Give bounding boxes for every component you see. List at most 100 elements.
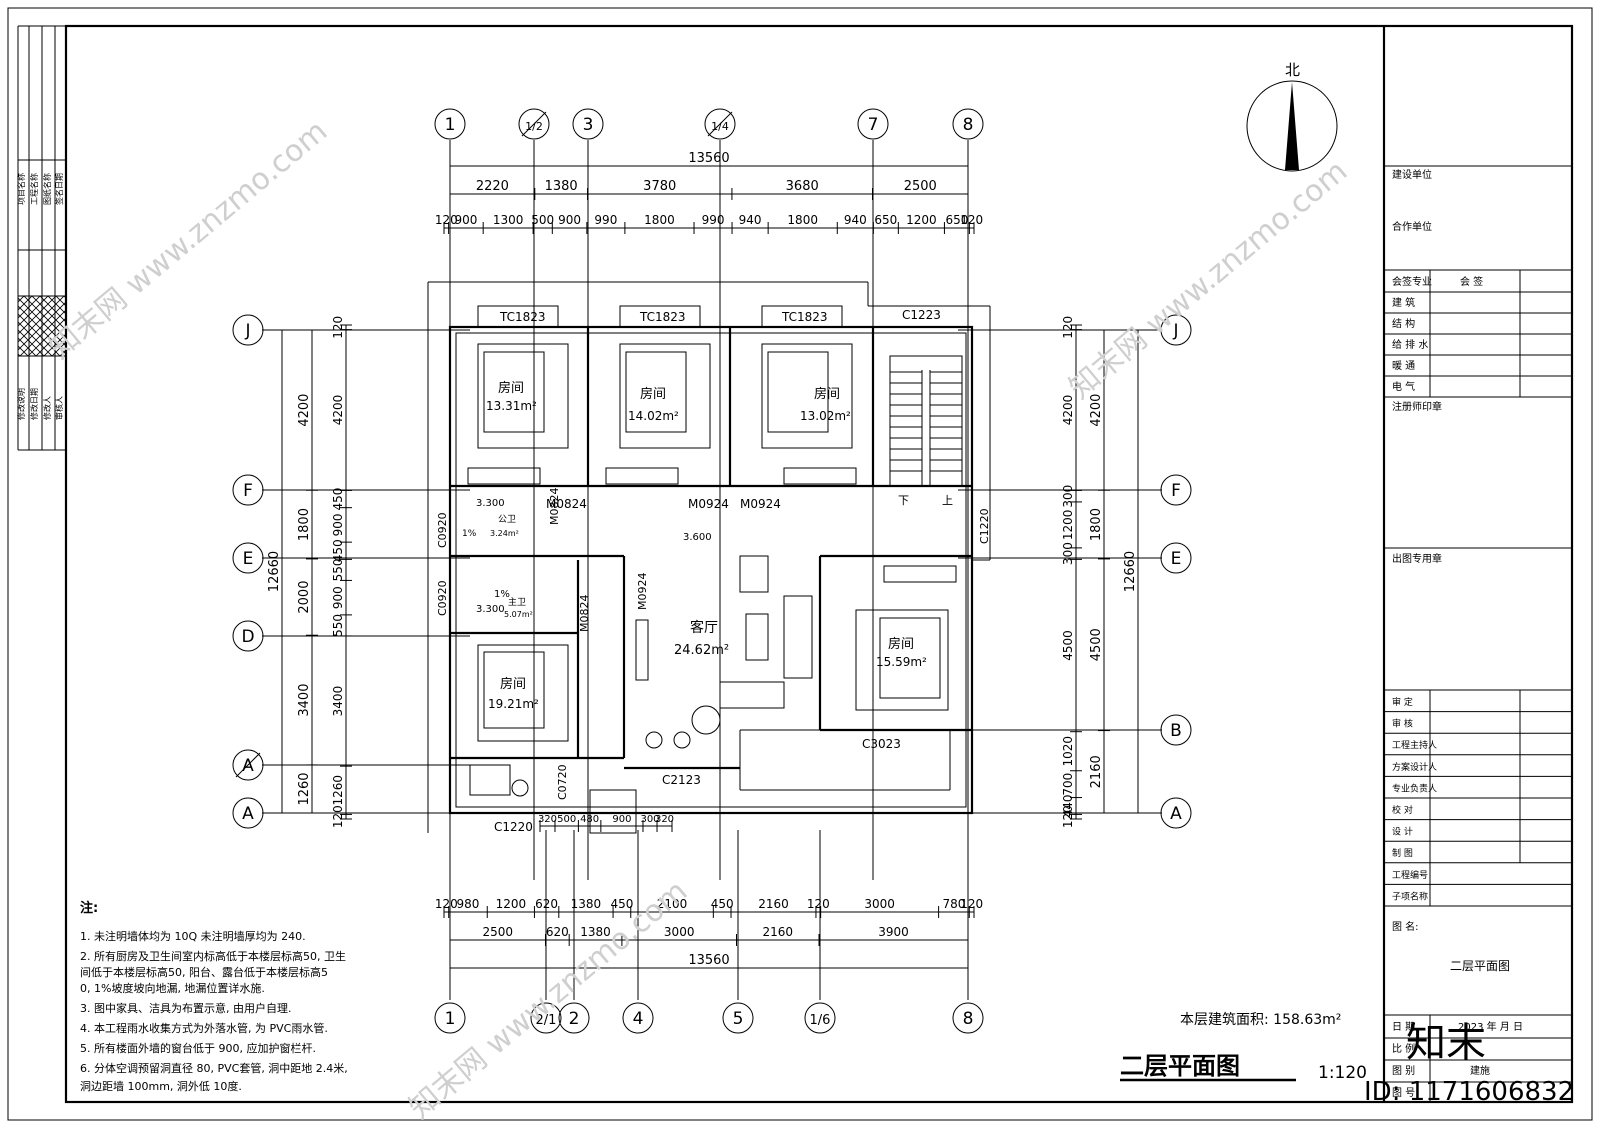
approval-row-label: 方案设计人	[1392, 761, 1437, 773]
axis-bubble	[1160, 714, 1192, 746]
dim-value: 900	[454, 213, 477, 227]
stamp-label: 出图专用章	[1392, 552, 1442, 565]
dim-value: 4200	[331, 395, 345, 426]
room-area: 13.31m²	[486, 399, 537, 413]
opening-label: C1220	[494, 820, 533, 834]
dim-value: 120	[331, 805, 345, 828]
axis-bubble	[952, 108, 984, 140]
dim-value: 4500	[1061, 630, 1075, 661]
bath-area: 3.24m²	[490, 529, 519, 538]
dim-value: 1380	[545, 179, 578, 194]
dim-value: 1200	[1061, 510, 1075, 541]
dim-value: 120	[1061, 316, 1075, 339]
opening-label: TC1823	[781, 310, 828, 324]
dim-value: 1800	[1089, 508, 1104, 541]
axis-bubble	[232, 749, 264, 781]
room-labels: 房间 13.31m² 房间 14.02m² 房间 13.02m² 房间 15.5…	[462, 380, 953, 711]
room-area: 14.02m²	[628, 409, 679, 423]
dim-value: 120	[960, 213, 983, 227]
dim-value: 1260	[297, 772, 312, 805]
dim-value: 1380	[571, 897, 602, 911]
left-strip-cell: 审核人	[54, 396, 64, 420]
axis-bubble	[622, 1002, 654, 1034]
dim-value: 450	[711, 897, 734, 911]
axis-label: F	[243, 481, 253, 501]
bath-name: 主卫	[508, 596, 526, 608]
dim-value: 2000	[297, 581, 312, 614]
dim-value: 500	[557, 814, 576, 825]
dim-value: 4500	[1089, 628, 1104, 661]
building-walls	[427, 281, 991, 834]
dim-value: 2160	[1089, 755, 1104, 788]
dim-value: 320	[655, 814, 674, 825]
opening-label: C0720	[556, 764, 569, 800]
dim-value: 120	[331, 316, 345, 339]
room-name: 房间	[498, 380, 524, 396]
dim-value: 300	[1061, 542, 1075, 565]
left-strip-cell: 项目名称	[16, 173, 26, 205]
opening-label: C0920	[436, 580, 449, 616]
axis-label: 4	[633, 1009, 644, 1029]
dim-value: 620	[535, 897, 558, 911]
opening-label: C1220	[978, 508, 991, 544]
dim-value: 940	[739, 213, 762, 227]
axis-label: 3	[583, 115, 594, 135]
drawing-name: 二层平面图	[1450, 959, 1510, 973]
room-area: 19.21m²	[488, 697, 539, 711]
dim-value: 450	[610, 897, 633, 911]
dim-value: 120	[807, 897, 830, 911]
axis-bubble	[1160, 314, 1192, 346]
axis-label: J	[244, 321, 250, 341]
dim-value: 1260	[331, 775, 345, 806]
dim-value: 300	[1061, 485, 1075, 508]
axis-bubble	[558, 1002, 590, 1034]
dim-value: 450	[331, 539, 345, 562]
dim-value: 980	[457, 897, 480, 911]
sign-row: 建 筑	[1392, 296, 1415, 309]
axis-bubble	[1160, 542, 1192, 574]
dim-total: 13560	[688, 953, 729, 968]
scale-label: 比 例	[1392, 1042, 1415, 1055]
room-name: 房间	[888, 636, 914, 652]
room-name: 房间	[814, 386, 840, 402]
axis-bubble	[1160, 474, 1192, 506]
opening-label: C1223	[902, 308, 941, 322]
dim-value: 940	[844, 213, 867, 227]
sign-header: 会签专业	[1392, 275, 1432, 288]
note-line: 5. 所有楼面外墙的窗台低于 900, 应加护窗栏杆.	[80, 1041, 316, 1055]
left-strip-cell: 工程名称	[29, 173, 39, 205]
sign-row: 给 排 水	[1392, 338, 1428, 351]
dim-value: 1200	[496, 897, 527, 911]
axis-label: 8	[963, 115, 974, 135]
axis-label: A	[242, 804, 254, 824]
dim-value: 650	[874, 213, 897, 227]
axis-label: 2	[569, 1009, 580, 1029]
area-text: 本层建筑面积: 158.63m²	[1180, 1012, 1341, 1028]
axis-label: D	[241, 627, 254, 647]
axis-slash	[235, 752, 261, 778]
axis-bubble	[1160, 797, 1192, 829]
dim-value: 780	[942, 897, 965, 911]
dim-value: 1200	[906, 213, 937, 227]
dim-value: 700	[1061, 773, 1075, 796]
axis-lines	[262, 140, 1162, 1000]
drawing-title-group: 本层建筑面积: 158.63m² 二层平面图 1:120	[1120, 1012, 1367, 1083]
sign-header: 会 签	[1460, 275, 1483, 288]
room-area: 24.62m²	[674, 643, 729, 658]
dim-value: 2500	[482, 925, 513, 939]
date-value: 2023 年 月 日	[1458, 1020, 1523, 1033]
dim-value: 2160	[758, 897, 789, 911]
room-name: 房间	[500, 676, 526, 692]
dim-value: 2220	[476, 179, 509, 194]
watermark-text: 知末网 www.znzmo.com	[43, 114, 334, 366]
dim-value: 900	[612, 814, 631, 825]
opening-label: M0824	[546, 497, 587, 511]
approval-row-label: 审 核	[1392, 718, 1413, 730]
left-strip-cell: 修改人	[42, 396, 52, 420]
dim-value: 4200	[1061, 395, 1075, 426]
left-strip-cell: 修改说明	[16, 388, 26, 420]
dim-value: 440	[1061, 795, 1075, 818]
sign-row: 结 构	[1392, 317, 1415, 330]
axis-bubble	[434, 1002, 466, 1034]
dim-value: 450	[331, 488, 345, 511]
